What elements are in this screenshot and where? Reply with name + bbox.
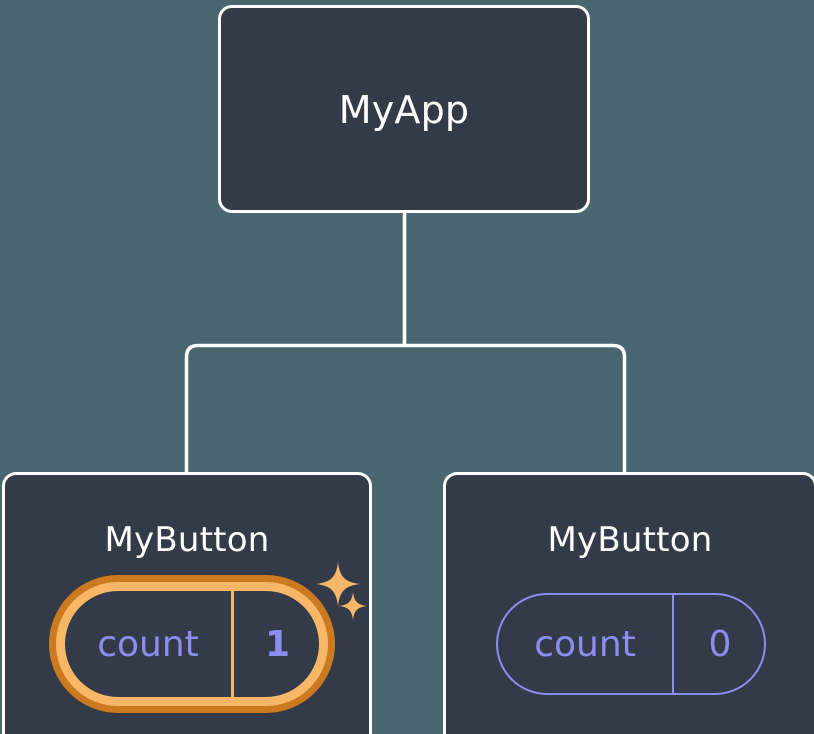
state-pill-left-inner: count 1	[56, 582, 328, 706]
node-mybutton-right[interactable]: MyButton count 0	[443, 472, 814, 734]
state-pill-left-highlighted[interactable]: count 1	[49, 575, 335, 713]
state-value-left: 1	[231, 591, 321, 697]
node-myapp-label: MyApp	[338, 88, 470, 132]
state-key-right: count	[534, 623, 636, 665]
sparkle-small-icon	[339, 592, 367, 620]
state-key-left: count	[97, 623, 199, 665]
node-mybutton-right-label: MyButton	[547, 520, 713, 560]
node-myapp[interactable]: MyApp	[218, 5, 590, 213]
state-pill-right[interactable]: count 0	[496, 593, 766, 695]
state-value-right: 0	[672, 595, 766, 693]
node-mybutton-left[interactable]: MyButton count 1	[2, 472, 372, 734]
sparkle-large-icon	[316, 562, 360, 606]
node-mybutton-left-label: MyButton	[104, 520, 270, 560]
edge-branch-bar	[184, 343, 627, 476]
